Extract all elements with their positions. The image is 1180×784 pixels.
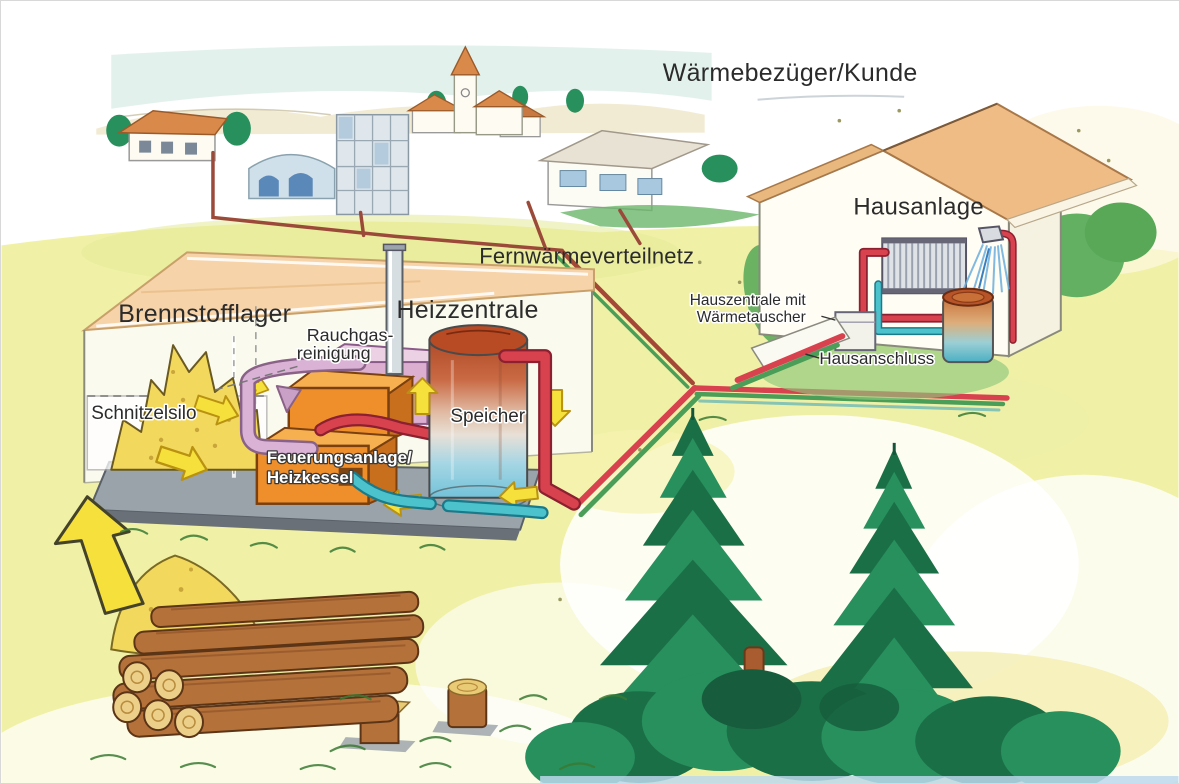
arrow-up-icon [406, 377, 439, 415]
network-return-pipe-plant [578, 393, 702, 518]
shower-head-icon [977, 225, 1005, 244]
village-detached-house [537, 129, 711, 212]
label-storage-tank: Speicher [450, 406, 525, 427]
label-house-station-2: Wärmetauscher [697, 309, 806, 326]
hot-water-boiler [942, 287, 994, 364]
log-pile [112, 590, 425, 739]
label-house-installation: Hausanlage [853, 193, 984, 220]
bottom-water-strip [540, 776, 1179, 783]
house-roof-left [745, 143, 886, 204]
heating-plant [80, 243, 595, 541]
network-return-pipe-east [694, 391, 1006, 407]
village-pool-building [248, 153, 336, 200]
label-furnace-1: Feuerungsanlage/ [267, 448, 412, 467]
bush [1084, 202, 1157, 263]
cloud-line [757, 94, 905, 101]
label-chip-silo: Schnitzelsilo [91, 403, 196, 424]
village-tree-icon [106, 114, 133, 147]
forest [525, 407, 1121, 783]
plant-roof [80, 251, 595, 332]
network-supply-pipe-plant [572, 385, 698, 510]
chimney [382, 243, 407, 376]
arrow-left-icon [498, 481, 539, 509]
tree-stump [432, 678, 499, 737]
radiator [881, 237, 968, 295]
grass-strokes [90, 108, 1111, 771]
chip-speckles [138, 370, 231, 461]
label-fuel-storage: Brennstofflager [118, 300, 291, 328]
wood-supply [53, 495, 425, 739]
pipe-conduit [750, 316, 851, 371]
label-house-station-1: Hauszentrale mit [690, 292, 807, 309]
customer-house [730, 102, 1157, 400]
cold-return-pipes [346, 471, 549, 520]
village-lawn [560, 204, 760, 228]
shower [962, 225, 1010, 295]
flue-duct [239, 355, 367, 457]
labels: Wärmebezüger/Kunde Fernwärmeverteilnetz … [90, 59, 984, 488]
village-church [450, 45, 529, 136]
label-network: Fernwärmeverteilnetz [479, 243, 694, 268]
label-furnace-2: Heizkessel [267, 468, 354, 487]
house-service-connection [730, 316, 851, 391]
wood-to-plant-arrow-icon [53, 495, 145, 615]
label-flue-gas-2: reinigung [297, 343, 371, 363]
village [106, 45, 760, 253]
tank-supply-pipe [498, 349, 582, 511]
boiler-to-tank-pipe [314, 413, 441, 442]
label-leaders [214, 315, 836, 391]
village-glass-building [335, 113, 410, 216]
label-customer: Wärmebezüger/Kunde [663, 59, 918, 87]
shower-spray [962, 243, 1010, 295]
village-house [116, 109, 229, 162]
label-flue-gas-1: Rauchgas- [307, 325, 394, 345]
label-heating-plant: Heizzentrale [396, 296, 538, 324]
log-ends [112, 661, 204, 739]
foreground-treetop [525, 669, 1121, 783]
village-pipes [211, 150, 642, 253]
label-house-connection: Hausanschluss [819, 349, 934, 368]
storage-tank [428, 324, 529, 511]
flue-duct-arrow-icon [275, 385, 302, 413]
